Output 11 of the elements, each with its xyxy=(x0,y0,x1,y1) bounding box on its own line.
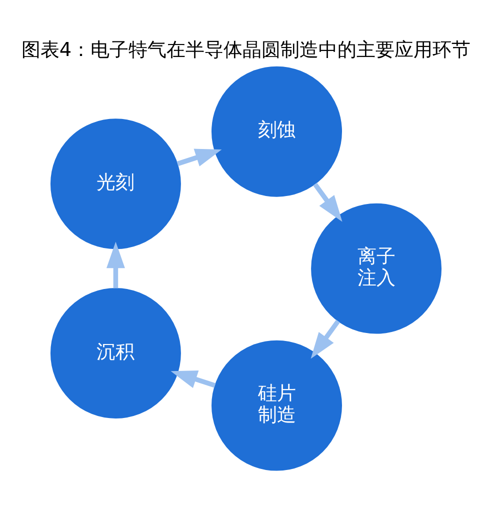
diagram-title: 图表4：电子特气在半导体晶圆制造中的主要应用环节 xyxy=(21,37,471,60)
arrow xyxy=(170,370,216,388)
node-circle: 离子注入 xyxy=(311,202,442,334)
node-circle: 光刻 xyxy=(50,118,181,249)
arrow xyxy=(176,148,222,166)
node-circle: 硅片制造 xyxy=(212,340,342,470)
arrow xyxy=(106,241,125,288)
arrow xyxy=(310,319,340,358)
node-circle: 刻蚀 xyxy=(212,66,342,196)
node-circle: 沉积 xyxy=(50,287,181,418)
arrow xyxy=(313,182,342,222)
